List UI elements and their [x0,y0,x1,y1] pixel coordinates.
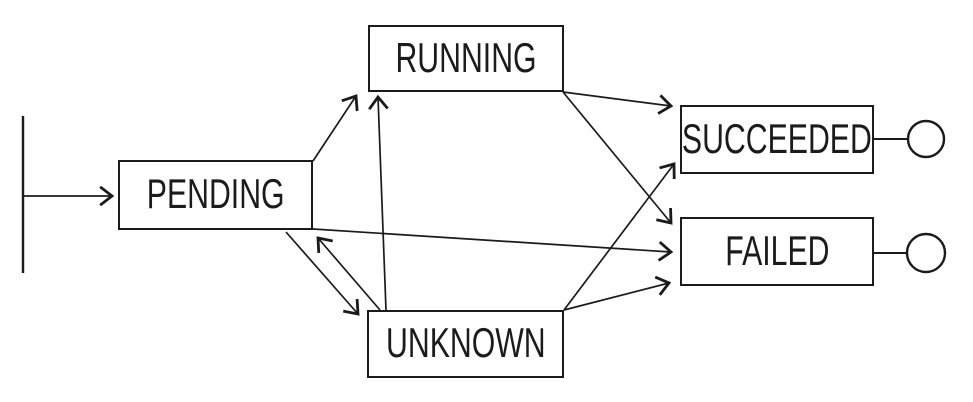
edge-unknown-failed-arrowhead-icon [654,275,672,296]
edge-unknown-succeeded [563,163,675,311]
edge-unknown-pending [317,237,381,311]
end-circle-failed [905,232,947,274]
state-box-unknown: UNKNOWN [367,310,564,378]
edge-running-failed-arrowhead-icon [656,207,673,225]
edge-start-pending-arrowhead-icon [99,185,115,207]
edge-unknown-succeeded-arrowhead-icon [659,162,676,180]
state-box-running: RUNNING [368,25,564,92]
state-label-succeeded: SUCCEEDED [682,114,872,162]
edge-running-failed [562,91,672,224]
edge-unknown-pending-arrowhead-icon [316,236,333,254]
edge-unknown-running [377,96,387,311]
state-label-unknown: UNKNOWN [385,319,546,366]
edge-unknown-failed [563,282,670,311]
state-box-pending: PENDING [118,160,313,230]
state-box-succeeded: SUCCEEDED [680,105,874,174]
edge-running-succeeded-arrowhead-icon [657,94,674,115]
edge-pending-unknown-arrowhead-icon [343,298,360,316]
edge-pending-unknown [285,231,359,315]
edge-pending-running-arrowhead-icon [341,94,359,112]
end-circle-succeeded [906,119,946,159]
edge-pending-running [312,95,357,162]
edge-pending-failed-arrowhead-icon [657,241,674,262]
state-label-running: RUNNING [395,33,537,81]
state-box-failed: FAILED [680,217,874,286]
edge-unknown-running-arrowhead-icon [368,94,389,111]
state-label-failed: FAILED [724,226,830,274]
state-label-pending: PENDING [146,170,285,217]
edge-running-succeeded [562,91,672,107]
